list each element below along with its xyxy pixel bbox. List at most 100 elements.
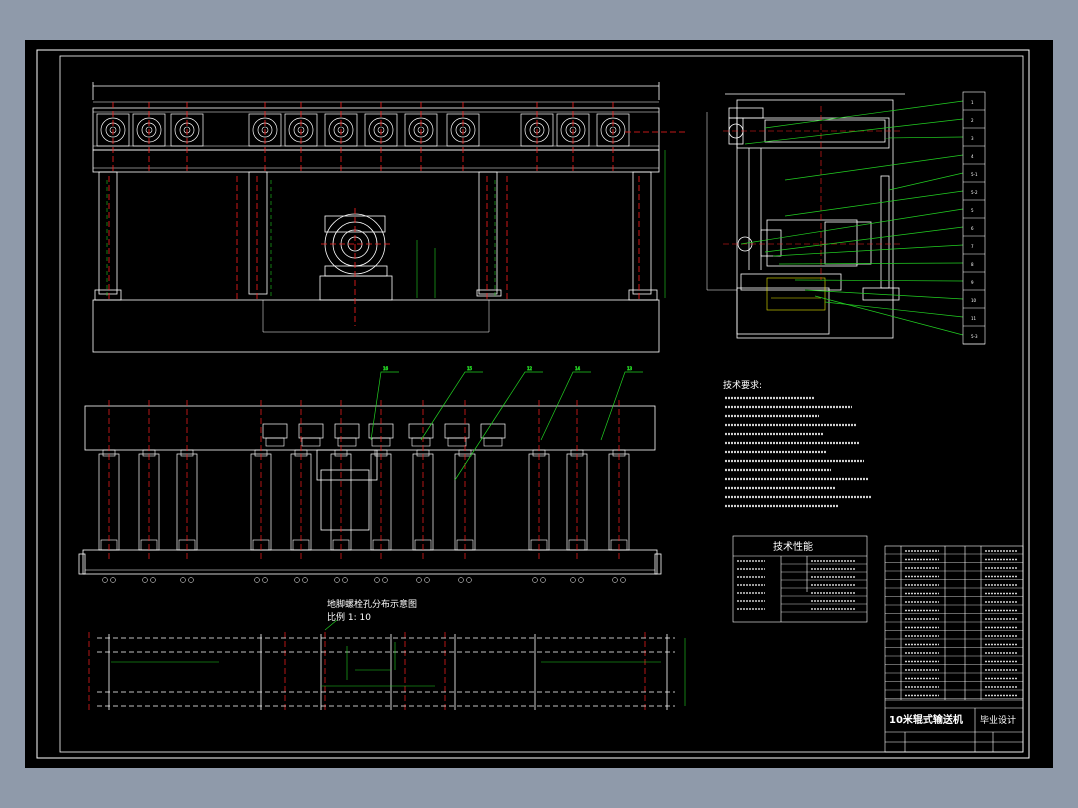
side-leader-2 xyxy=(744,118,964,145)
balloon-label: 7 xyxy=(971,244,974,249)
plan-bolt-hole xyxy=(254,577,260,583)
plan-leader-16 xyxy=(370,371,399,441)
balloon-label: 5-1 xyxy=(971,172,978,177)
plan-bolt-hole xyxy=(262,577,268,583)
plan-bolt-hole xyxy=(188,577,194,583)
plan-bolt-hole xyxy=(532,577,538,583)
side-leader-10 xyxy=(804,289,964,300)
plan-bolt-hole xyxy=(466,577,472,583)
foundation-plan-title: 地脚螺栓孔分布示意图 xyxy=(327,598,417,610)
balloon-label: 5 xyxy=(971,208,974,213)
side-leader-8 xyxy=(778,262,964,265)
plan-leader-15 xyxy=(420,371,483,441)
side-leader-5-3 xyxy=(814,295,964,336)
plan-bolt-hole xyxy=(180,577,186,583)
plan-bolt-hole xyxy=(540,577,546,583)
plan-bolt-hole xyxy=(578,577,584,583)
side-balloon-column: 1 2 3 4 5-1 5-2 5 6 7 8 9 10 11 5-3 xyxy=(962,91,986,345)
plan-sprocket-hub-1 xyxy=(265,437,285,447)
sheet-outer-frame xyxy=(36,49,1030,759)
title-block-category: 毕业设计 xyxy=(980,714,1016,726)
title-block xyxy=(885,699,1023,752)
plan-sprocket-hub-7 xyxy=(483,437,503,447)
plan-balloon-label: 14 xyxy=(575,366,581,371)
side-leader-3 xyxy=(884,136,964,139)
plan-bolt-hole xyxy=(302,577,308,583)
plan-bolt-hole xyxy=(612,577,618,583)
tech-requirements-heading: 技术要求: xyxy=(723,379,762,391)
tech-requirements-text xyxy=(725,396,872,508)
plan-bolt-hole xyxy=(382,577,388,583)
plan-balloon-label: 12 xyxy=(527,366,533,371)
foundation-plan xyxy=(97,619,686,710)
balloon-label: 8 xyxy=(971,262,974,267)
plan-balloon-label: 15 xyxy=(467,366,473,371)
balloon-label: 9 xyxy=(971,280,974,285)
plan-sprocket-5 xyxy=(408,423,434,439)
plan-bolt-hole xyxy=(374,577,380,583)
balloon-label: 1 xyxy=(971,100,974,105)
side-leader-9 xyxy=(794,279,964,282)
balloon-label: 5-2 xyxy=(971,190,978,195)
plan-bolt-hole xyxy=(294,577,300,583)
plan-sprocket-7 xyxy=(480,423,506,439)
side-leader-4 xyxy=(784,154,964,181)
plan-leader-13 xyxy=(600,371,643,441)
tech-performance-rows xyxy=(737,560,867,613)
title-block-project-name: 10米辊式输送机 xyxy=(889,713,963,726)
tech-performance-table xyxy=(732,535,868,623)
plan-sprocket-1 xyxy=(262,423,288,439)
side-leader-5 xyxy=(740,208,964,245)
plan-bolt-hole xyxy=(334,577,340,583)
plan-sprocket-2 xyxy=(298,423,324,439)
plan-sprocket-hub-5 xyxy=(411,437,431,447)
plan-bolt-hole xyxy=(424,577,430,583)
plan-bolt-hole xyxy=(416,577,422,583)
tech-performance-heading: 技术性能 xyxy=(773,540,813,553)
plan-bolt-hole xyxy=(342,577,348,583)
parts-list xyxy=(884,545,1024,753)
balloon-label: 3 xyxy=(971,136,974,141)
plan-sprocket-6 xyxy=(444,423,470,439)
side-leader-5-1 xyxy=(888,172,964,191)
plan-sprocket-hub-2 xyxy=(301,437,321,447)
plan-bolt-hole xyxy=(570,577,576,583)
plan-balloon-label: 16 xyxy=(383,366,389,371)
sheet-inner-frame xyxy=(59,55,1024,753)
front-center-lines xyxy=(108,102,685,326)
plan-leader-lines: 16 15 12 14 13 xyxy=(370,366,643,481)
plan-bolt-hole xyxy=(150,577,156,583)
plan-center-lines xyxy=(88,400,646,712)
foundation-plan-scale: 比例 1: 10 xyxy=(327,611,371,623)
plan-bearing-seats xyxy=(262,423,506,447)
parts-list-rows xyxy=(885,550,1023,699)
front-roller-heads xyxy=(96,113,630,147)
front-dims xyxy=(106,150,666,298)
plan-view xyxy=(78,405,662,575)
plan-sprocket-hub-3 xyxy=(337,437,357,447)
balloon-label: 10 xyxy=(971,298,977,303)
plan-leader-12 xyxy=(454,371,543,481)
side-leader-5-2 xyxy=(784,190,964,217)
side-hidden-lines xyxy=(766,277,826,311)
plan-balloon-label: 13 xyxy=(627,366,633,371)
balloon-label: 4 xyxy=(971,154,974,159)
side-leader-1 xyxy=(764,100,964,129)
balloon-label: 6 xyxy=(971,226,974,231)
balloon-label: 2 xyxy=(971,118,974,123)
plan-sprocket-hub-6 xyxy=(447,437,467,447)
plan-leader-14 xyxy=(540,371,591,441)
balloon-label: 11 xyxy=(971,316,977,321)
plan-bolt-hole xyxy=(458,577,464,583)
plan-sprocket-3 xyxy=(334,423,360,439)
plan-bolt-hole xyxy=(142,577,148,583)
side-view xyxy=(706,93,905,339)
side-leader-lines xyxy=(740,100,964,336)
balloon-label: 5-3 xyxy=(971,334,978,339)
side-leader-6 xyxy=(764,226,964,253)
side-leader-7 xyxy=(772,244,964,257)
plan-bolt-hole xyxy=(620,577,626,583)
plan-bolt-hole xyxy=(102,577,108,583)
